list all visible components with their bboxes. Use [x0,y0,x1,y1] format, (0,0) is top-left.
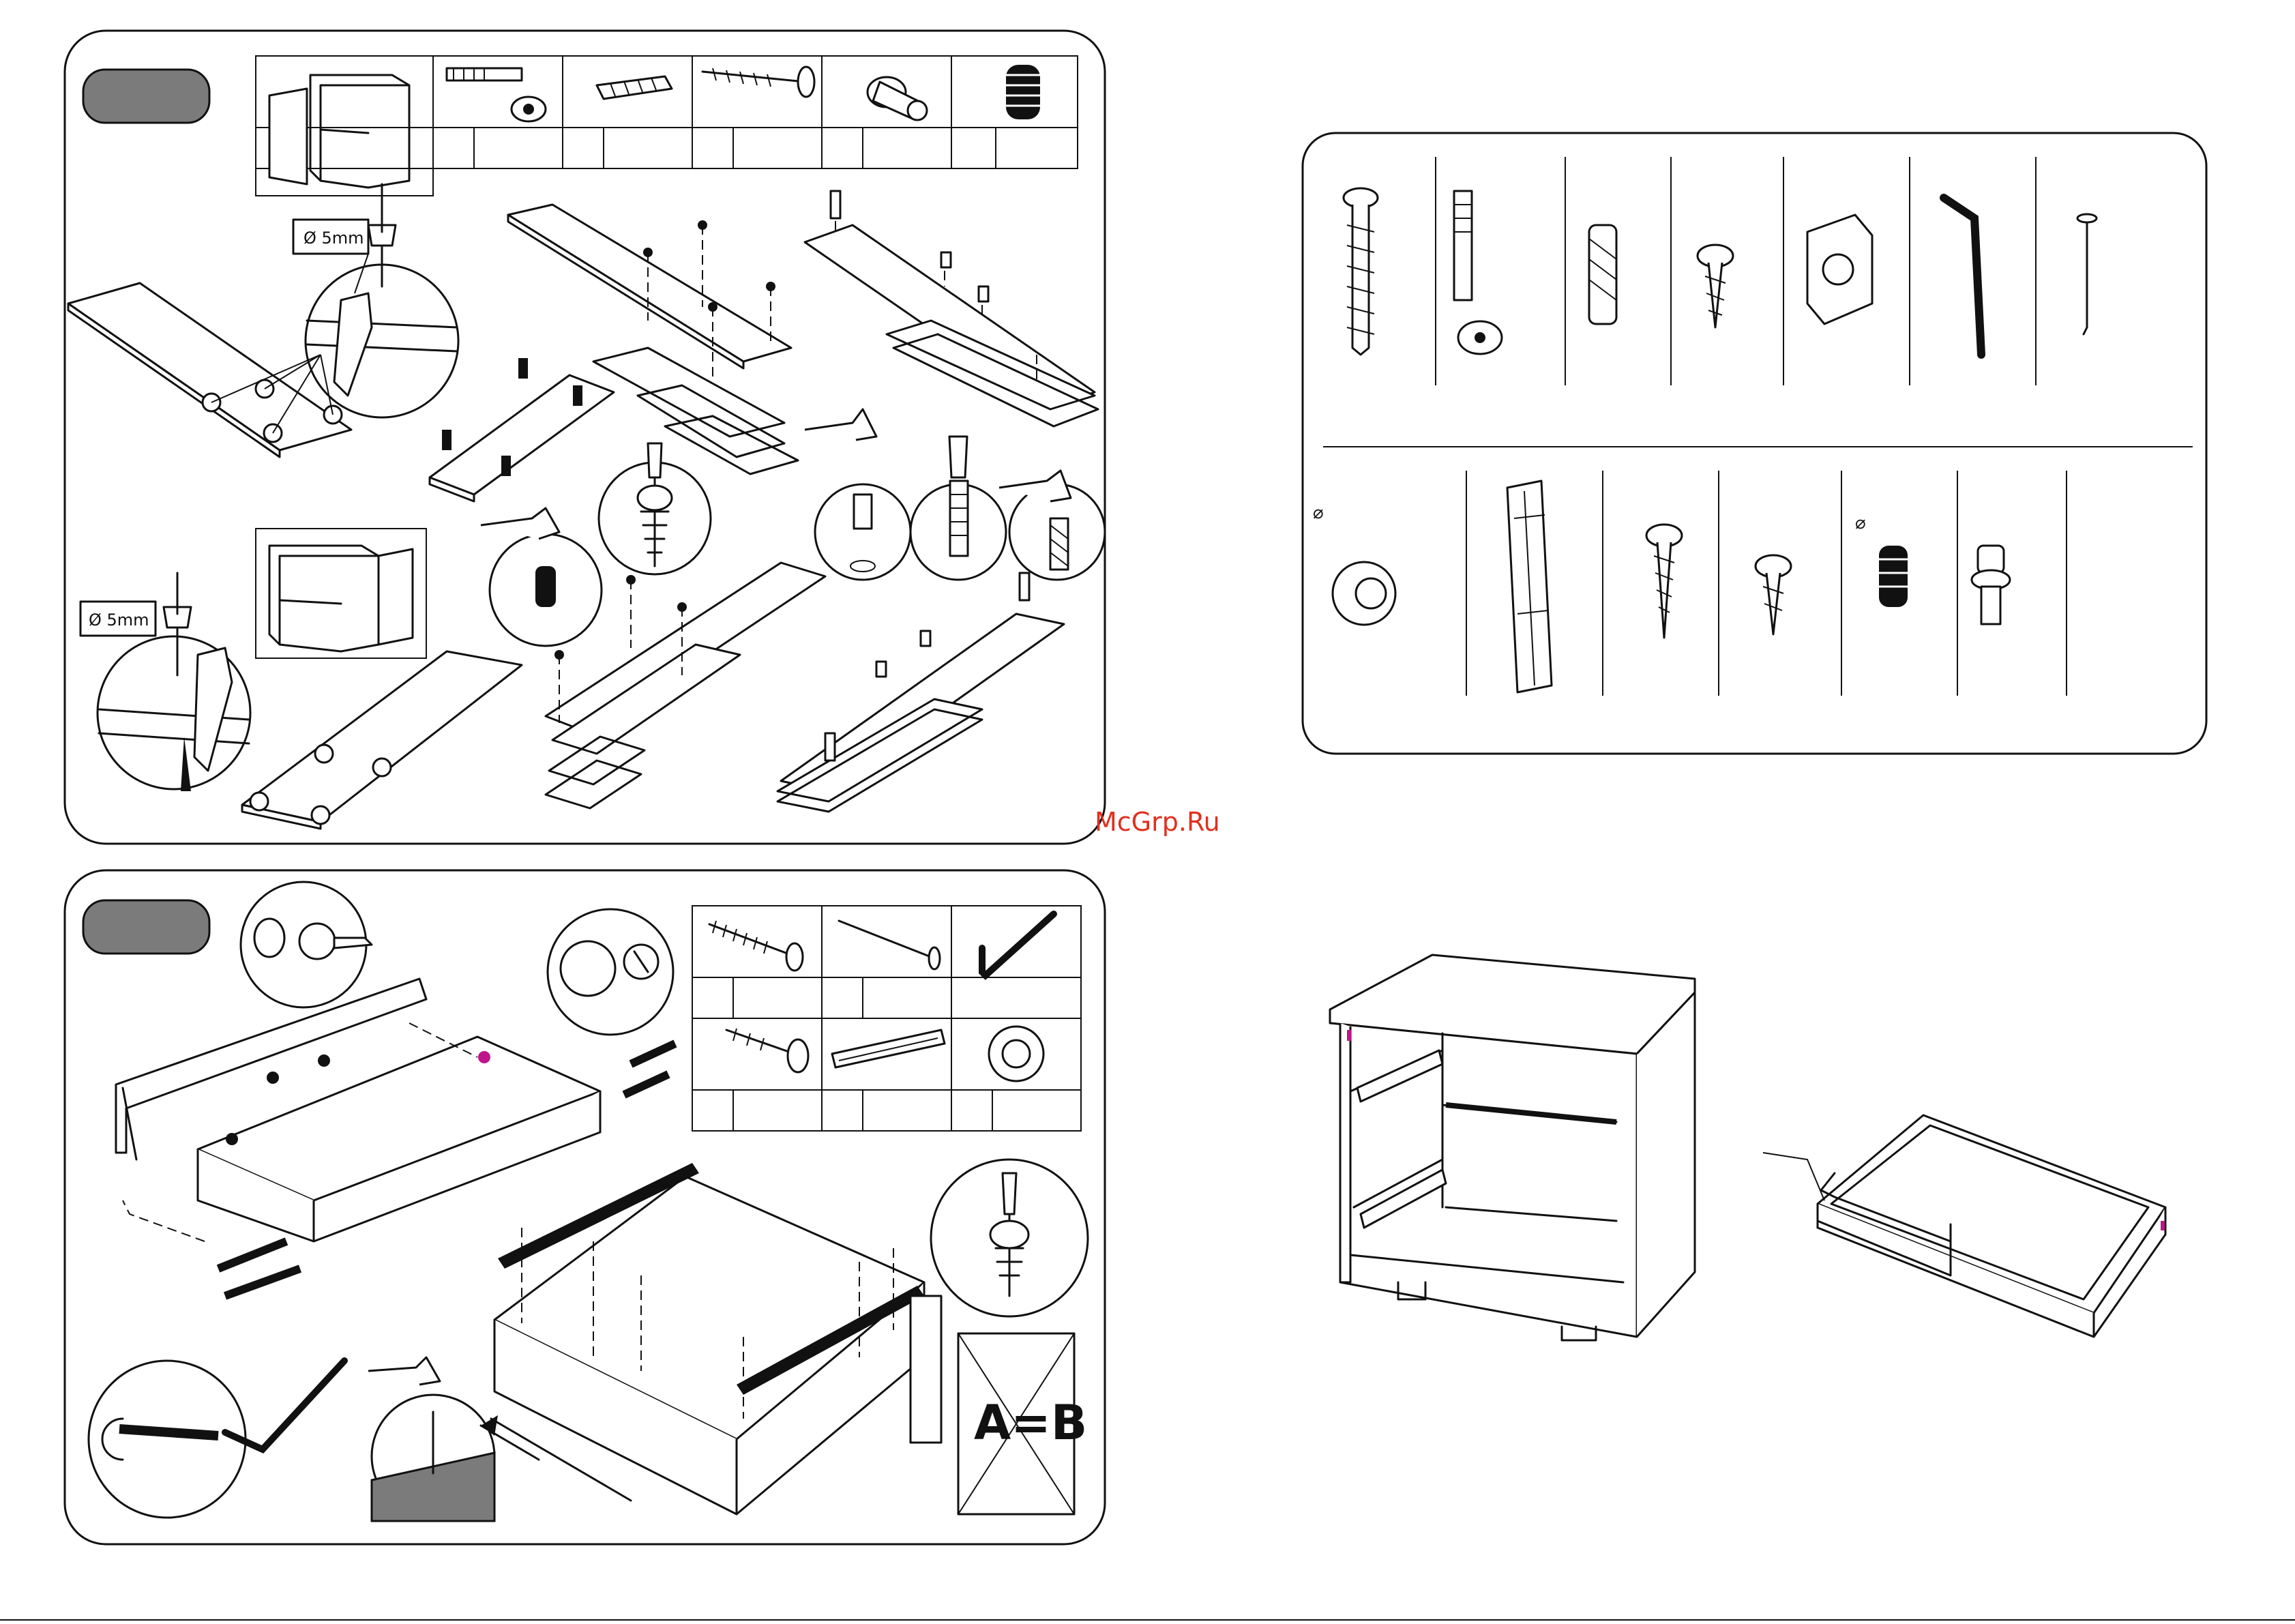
svg-text:⌀: ⌀ [1855,513,1866,533]
shelf-with-nut-sleeves [430,375,614,494]
nail-part-icon [2077,214,2097,334]
parts-overview-panel: ⌀ ⌀ [1303,133,2206,754]
cabinet-thumbnail-2 [256,529,426,658]
cam-lock-detail-circle [241,882,372,1007]
step2-number-pill [83,900,209,954]
bracket-part-icon [1807,215,1872,324]
svg-text:A=B: A=B [974,1395,1087,1451]
shelf-pin-detail-circle [805,409,910,580]
top-panel [508,205,791,361]
step2-parts-table [692,906,1081,1131]
dowel-icon [597,76,672,99]
shelf-pin-part-icon [1972,546,2010,624]
shelf-pin-icon [868,77,927,120]
nail-icon [839,921,940,969]
confirmat-screw-icon [709,921,803,971]
side-panel-bottom-left [242,651,522,822]
step1-panel: Ø 5mm [65,31,1105,844]
drill-icon [368,184,396,286]
nut-sleeve-part-icon [1879,546,1908,607]
diagonal-check-box: A=B [958,1333,1087,1514]
svg-text:⌀: ⌀ [1313,503,1324,523]
assembled-cabinet [1330,955,1695,1340]
knob-icon-table [989,1027,1043,1081]
dowel-part-icon [1589,225,1616,324]
nail-detail-circle [368,1357,494,1521]
short-screw-part-icon [1756,555,1791,634]
drawer-runner-part-icon [1507,481,1552,692]
wood-screw-icon [726,1029,808,1072]
side-panel-top-left [68,283,351,450]
knob-detail-circle [548,909,673,1035]
svg-text:Ø 5mm: Ø 5mm [89,610,149,630]
step2-panel: A=B [65,870,1105,1544]
hammer-icon [481,508,559,539]
small-screw-part-icon [1698,245,1733,327]
step1-number-pill [83,70,209,123]
drill-size-label-top: Ø 5mm [293,220,368,254]
nut-sleeve-detail-circle [481,508,602,646]
cam-bolt-part-icon [1454,191,1502,354]
dowel-detail-circle [999,471,1105,580]
assembled-drawer [1763,1115,2165,1337]
clamp-icon [334,293,372,396]
cam-bolt-detail-circle [910,437,1006,580]
hex-key-part-icon [1944,198,1981,355]
screw-detail-circle [599,443,711,574]
bottom-panel [546,563,825,733]
drawer-runner-icon [832,1030,945,1067]
screwdriver-icon [648,443,662,477]
confirmat-screw-part-icon [1344,188,1378,355]
hex-key-detail-circle [89,1361,344,1518]
long-screw-part-icon [1646,525,1682,638]
screw-icon [702,67,814,97]
knob-part-icon [1333,562,1395,625]
drill-size-label-bottom: Ø 5mm [80,602,156,636]
svg-text:Ø 5mm: Ø 5mm [303,228,364,248]
shelf-panels-stack [593,348,798,474]
cam-bolt-icon [447,68,546,121]
cabinet-thumbnail-icon [310,75,409,188]
step1-parts-table [256,56,1078,196]
nut-sleeve-icon [1006,65,1040,119]
screwdriver-detail-circle [931,1160,1088,1316]
watermark: McGrp.Ru [1095,807,1220,837]
hex-key-icon [982,914,1054,975]
